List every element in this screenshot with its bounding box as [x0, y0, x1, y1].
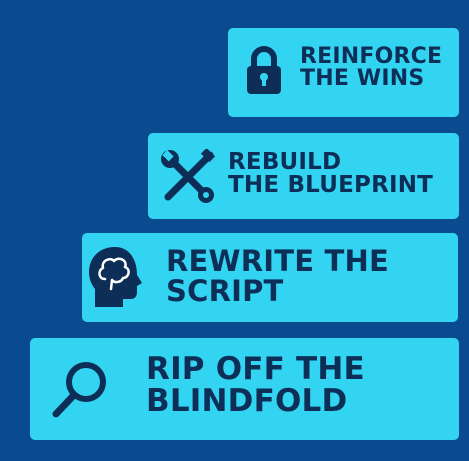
magnifying-glass-icon: [52, 362, 106, 418]
step-label-line-1: REWRITE THE: [166, 244, 389, 278]
step-label-line-1: REINFORCE: [300, 44, 443, 69]
step-label-line-1: RIP OFF THE: [146, 351, 365, 387]
tools-icon: [161, 149, 216, 203]
step-label-line-2: THE WINS: [300, 66, 425, 92]
head-brain-icon: [89, 247, 142, 307]
step-label: REWRITE THE SCRIPT: [166, 244, 389, 308]
step-label-line-1: REBUILD: [228, 149, 342, 175]
step-rewrite-the-script: REWRITE THE SCRIPT: [82, 233, 458, 322]
step-reinforce-the-wins: REINFORCE THE WINS: [228, 28, 459, 117]
step-rip-off-the-blindfold: RIP OFF THE BLINDFOLD: [30, 338, 459, 440]
step-rebuild-the-blueprint: REBUILD THE BLUEPRINT: [148, 133, 459, 219]
step-label: RIP OFF THE BLINDFOLD: [146, 351, 365, 419]
lock-icon: [247, 46, 281, 94]
step-label: REINFORCE THE WINS: [300, 44, 443, 92]
step-label-line-2: THE BLUEPRINT: [228, 172, 434, 199]
step-label-line-2: BLINDFOLD: [146, 382, 348, 419]
step-label: REBUILD THE BLUEPRINT: [228, 149, 434, 199]
step-label-line-2: SCRIPT: [166, 273, 284, 308]
